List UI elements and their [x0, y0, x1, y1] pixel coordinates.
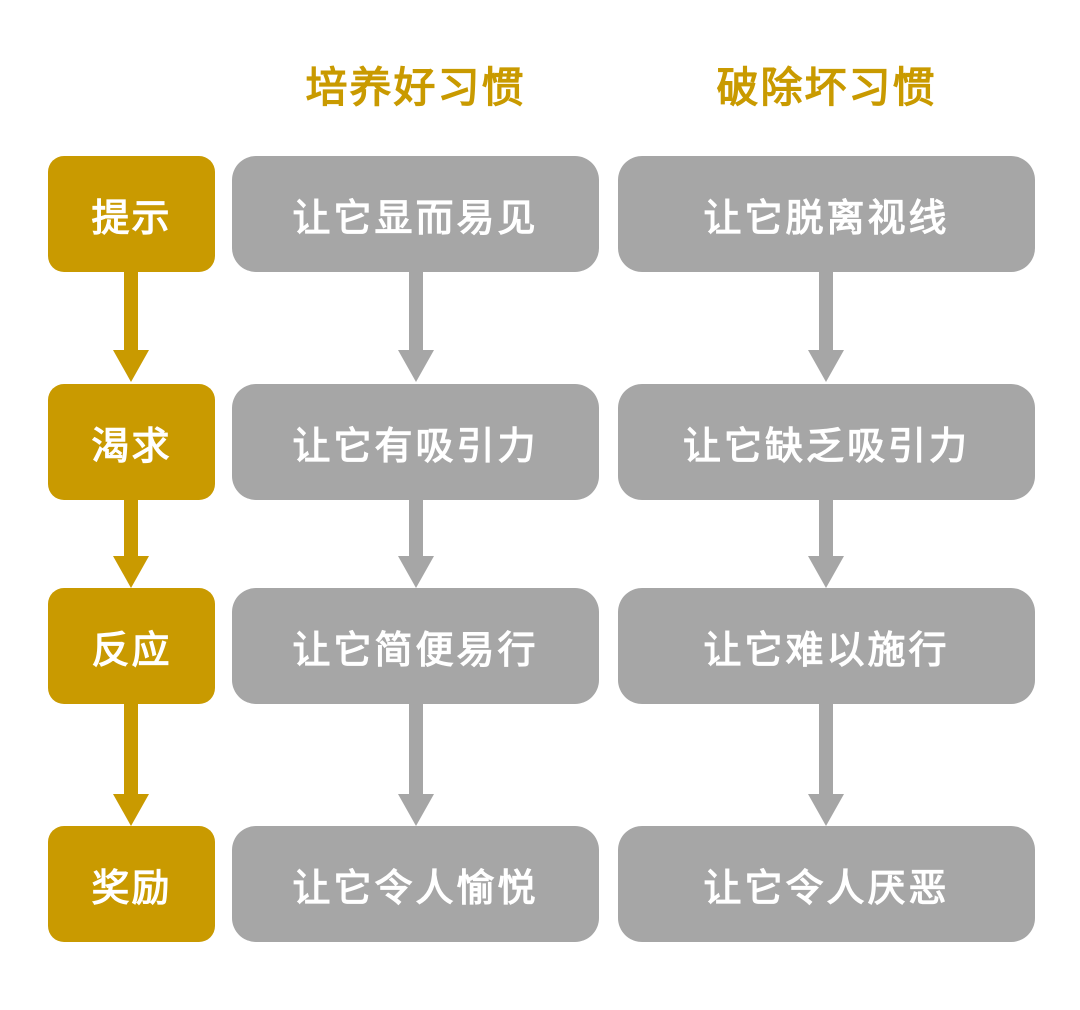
bad-habits-title: 破除坏习惯 — [716, 63, 937, 112]
bad-habit-craving: 让它缺乏吸引力 — [618, 384, 1035, 500]
stage-cue: 提示 — [48, 156, 215, 272]
bad-habit-response: 让它难以施行 — [618, 588, 1035, 704]
stage-response: 反应 — [48, 588, 215, 704]
bad-habit-reward: 让它令人厌恶 — [618, 826, 1035, 942]
good-habits-title: 培养好习惯 — [305, 63, 526, 112]
good-habit-cue: 让它显而易见 — [232, 156, 599, 272]
good-habit-response: 让它简便易行 — [232, 588, 599, 704]
good-habit-reward: 让它令人愉悦 — [232, 826, 599, 942]
good-habit-craving: 让它有吸引力 — [232, 384, 599, 500]
bad-habit-cue: 让它脱离视线 — [618, 156, 1035, 272]
stage-arrows — [113, 270, 149, 826]
good-habit-arrows — [398, 270, 434, 826]
stage-craving: 渴求 — [48, 384, 215, 500]
stage-reward: 奖励 — [48, 826, 215, 942]
bad-habit-arrows — [808, 270, 844, 826]
